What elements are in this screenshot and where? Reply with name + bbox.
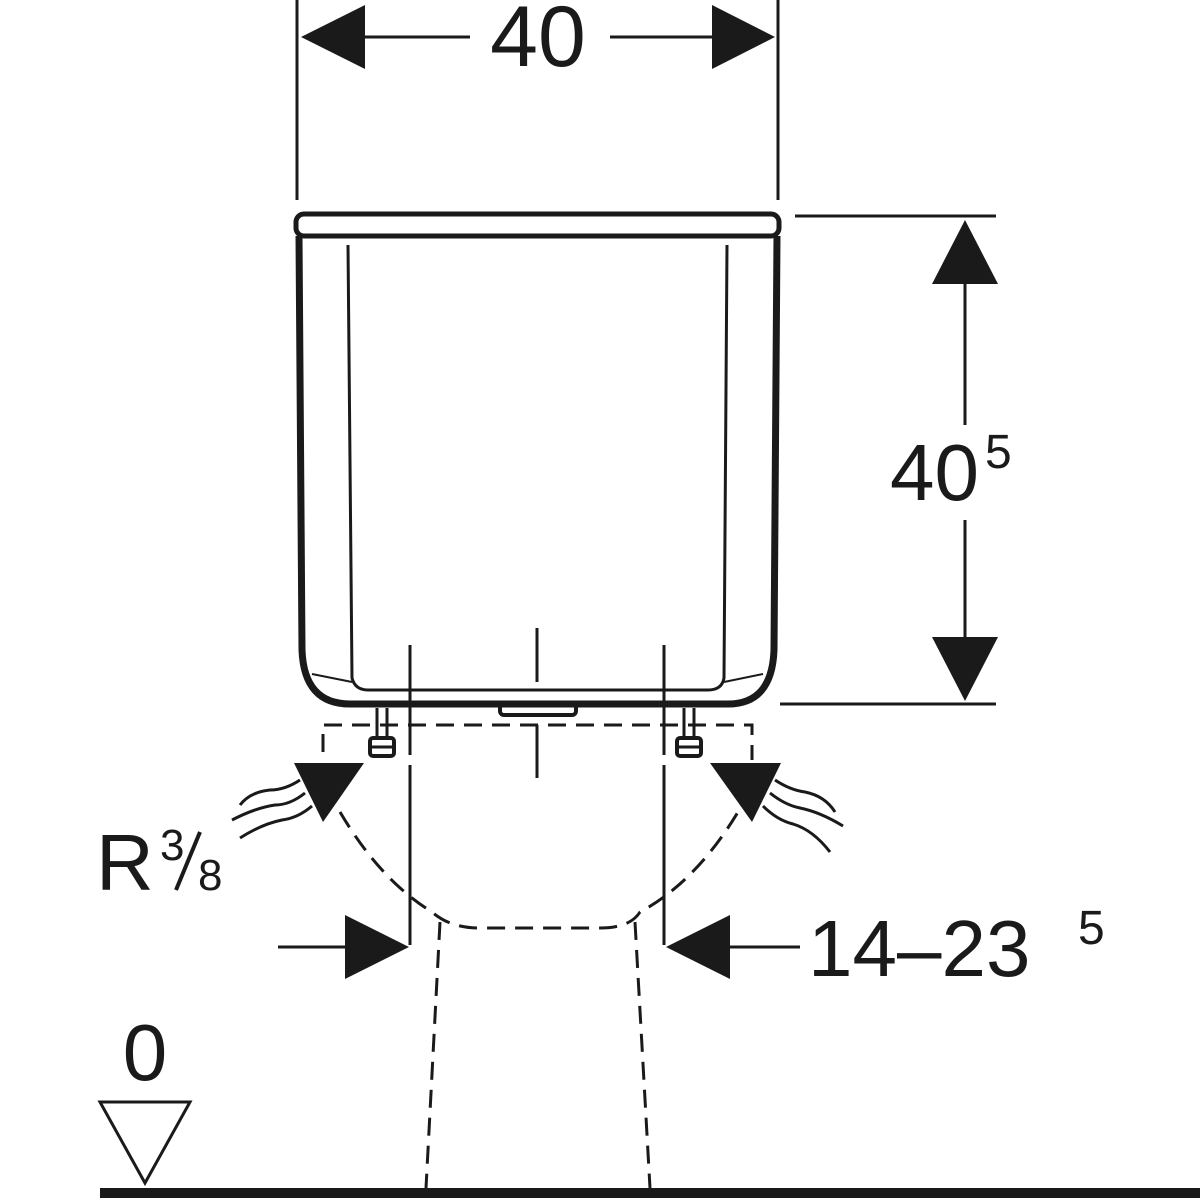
connection-numerator: 3	[160, 821, 184, 870]
offset-label: 14–23	[808, 904, 1030, 993]
offset-dimension: 14–23 5	[278, 902, 1105, 993]
bowl-outline-hidden	[321, 723, 754, 1189]
arrow-right-icon	[345, 915, 409, 979]
valve-left	[368, 708, 396, 758]
floor-level-label: 0	[123, 1008, 168, 1097]
offset-superscript: 5	[1078, 902, 1105, 955]
arrow-up-icon	[932, 220, 998, 284]
cistern	[293, 211, 782, 717]
arrow-left-icon	[666, 915, 730, 979]
floor-level: 0	[97, 1008, 1200, 1198]
water-wave-icon	[231, 778, 313, 840]
floor-line	[100, 1188, 1200, 1198]
arrow-down-icon	[932, 637, 998, 701]
level-triangle-icon	[97, 1100, 193, 1187]
connection-denominator: 8	[198, 851, 222, 900]
connection-indicators	[231, 763, 844, 853]
arrow-down-left-icon	[294, 763, 364, 822]
connection-size-label: R 3 8	[96, 818, 222, 907]
water-wave-icon	[761, 778, 844, 853]
valve-right	[675, 708, 703, 758]
arrow-down-right-icon	[710, 763, 781, 822]
height-dimension: 40 5	[780, 214, 1012, 706]
height-superscript: 5	[985, 426, 1012, 479]
arrow-left-icon	[301, 5, 365, 69]
flush-outlet	[498, 701, 578, 717]
width-label: 40	[490, 0, 586, 85]
connection-prefix: R	[96, 818, 154, 907]
height-label: 40	[890, 428, 979, 517]
width-dimension: 40	[295, 0, 780, 200]
arrow-right-icon	[712, 5, 775, 69]
centre-lines	[408, 628, 666, 945]
water-connection-valves	[368, 708, 703, 758]
